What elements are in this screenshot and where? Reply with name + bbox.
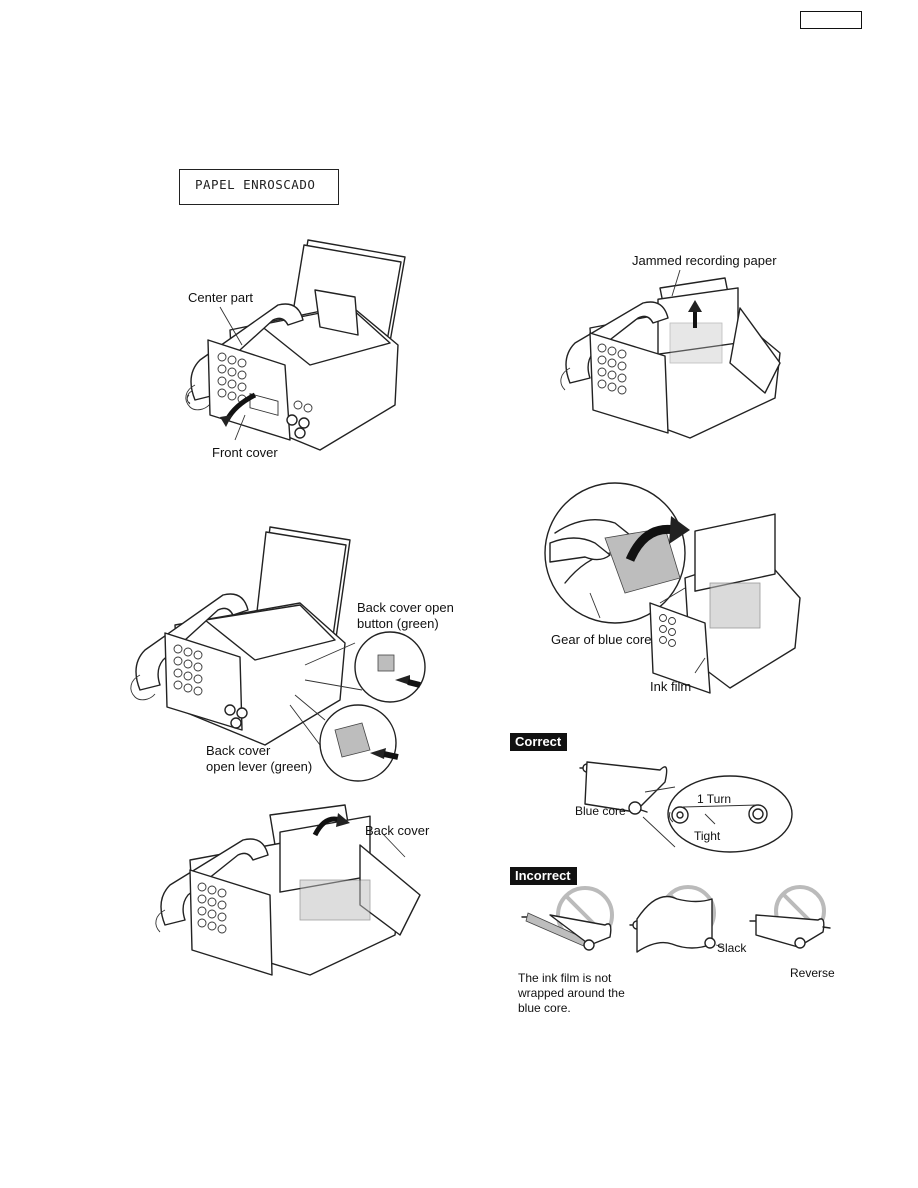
tag-incorrect: Incorrect [510, 867, 577, 885]
lcd-display: PAPEL ENROSCADO [179, 169, 339, 205]
label-not-wrapped-3: blue core. [518, 1001, 571, 1015]
label-back-cover-button-1: Back cover open [357, 600, 454, 615]
label-one-turn: 1 Turn [697, 792, 732, 806]
label-front-cover: Front cover [212, 445, 278, 460]
incorrect-roll-not-wrapped [521, 886, 614, 951]
label-back-cover-button-2: button (green) [357, 616, 439, 631]
ink-film-gear-illustration [544, 482, 801, 694]
label-slack: Slack [717, 941, 747, 955]
fax-front-cover-illustration [185, 239, 406, 451]
tag-correct: Correct [510, 733, 568, 751]
label-tight: Tight [694, 829, 721, 843]
label-not-wrapped-1: The ink film is not [518, 971, 612, 985]
label-back-cover-lever-1: Back cover [206, 743, 271, 758]
fax-jammed-paper-illustration [560, 269, 781, 439]
fax-back-cover-open-illustration [155, 804, 421, 976]
label-back-cover: Back cover [365, 823, 430, 838]
label-back-cover-lever-2: open lever (green) [206, 759, 313, 774]
label-reverse: Reverse [790, 966, 835, 980]
fax-back-cover-lever-illustration [130, 526, 426, 782]
incorrect-roll-reverse [749, 885, 831, 949]
label-gear-blue-core: Gear of blue core [551, 632, 652, 647]
label-center-part: Center part [188, 290, 254, 305]
label-jammed-paper: Jammed recording paper [632, 253, 777, 268]
page-number-box [800, 11, 862, 29]
label-blue-core: Blue core [575, 804, 626, 818]
incorrect-roll-slack [629, 885, 725, 953]
label-not-wrapped-2: wrapped around the [518, 986, 625, 1000]
label-ink-film: Ink film [650, 679, 692, 694]
correct-roll-illustration [579, 761, 793, 853]
